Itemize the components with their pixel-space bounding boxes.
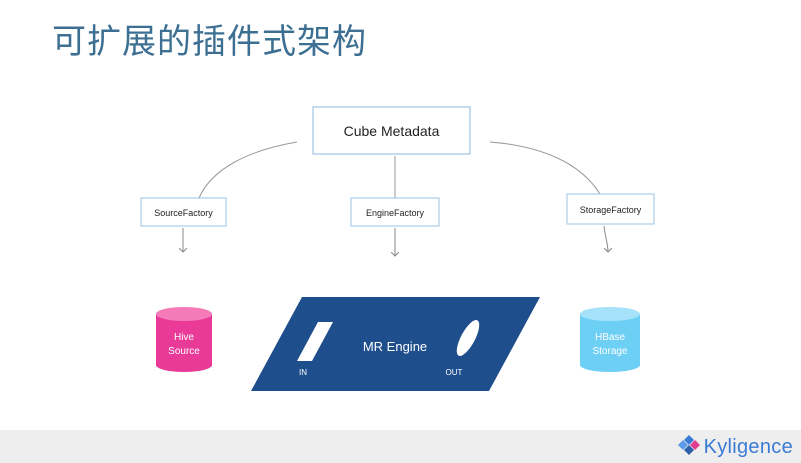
engine-out-label: OUT [446, 368, 463, 377]
slide-title: 可扩展的插件式架构 [52, 22, 367, 62]
engine-factory-label: EngineFactory [366, 208, 425, 218]
storage-factory-box: StorageFactory [566, 193, 655, 225]
hive-source-cylinder: Hive Source [156, 307, 212, 372]
slide-footer: Kyligence [0, 430, 801, 463]
metadata-label: Cube Metadata [344, 123, 440, 139]
hbase-storage-cylinder: HBase Storage [580, 307, 640, 372]
hbase-label-line2: Storage [592, 346, 627, 357]
hive-label-line1: Hive [174, 332, 194, 343]
connector-metadata-to-source [198, 141, 298, 199]
arrow-storage-down [603, 225, 608, 252]
kyligence-logo-text: Kyligence [703, 435, 793, 458]
engine-factory-box: EngineFactory [350, 197, 440, 227]
metadata-box: Cube Metadata [312, 106, 471, 155]
engine-in-label: IN [299, 368, 307, 377]
architecture-diagram: Cube Metadata SourceFactory EngineFactor… [140, 106, 655, 391]
hive-label-line2: Source [168, 346, 200, 357]
source-factory-box: SourceFactory [140, 197, 227, 227]
connector-metadata-to-storage [489, 141, 601, 195]
engine-in-port [297, 322, 333, 361]
source-factory-label: SourceFactory [154, 208, 213, 218]
hbase-label-line1: HBase [595, 332, 625, 343]
mr-engine-shape: MR Engine IN OUT [251, 297, 540, 391]
storage-factory-label: StorageFactory [580, 205, 642, 215]
engine-label: MR Engine [363, 339, 427, 354]
engine-out-port [456, 320, 480, 356]
kyligence-diamond-icon [677, 434, 701, 460]
kyligence-logo: Kyligence [677, 434, 793, 460]
